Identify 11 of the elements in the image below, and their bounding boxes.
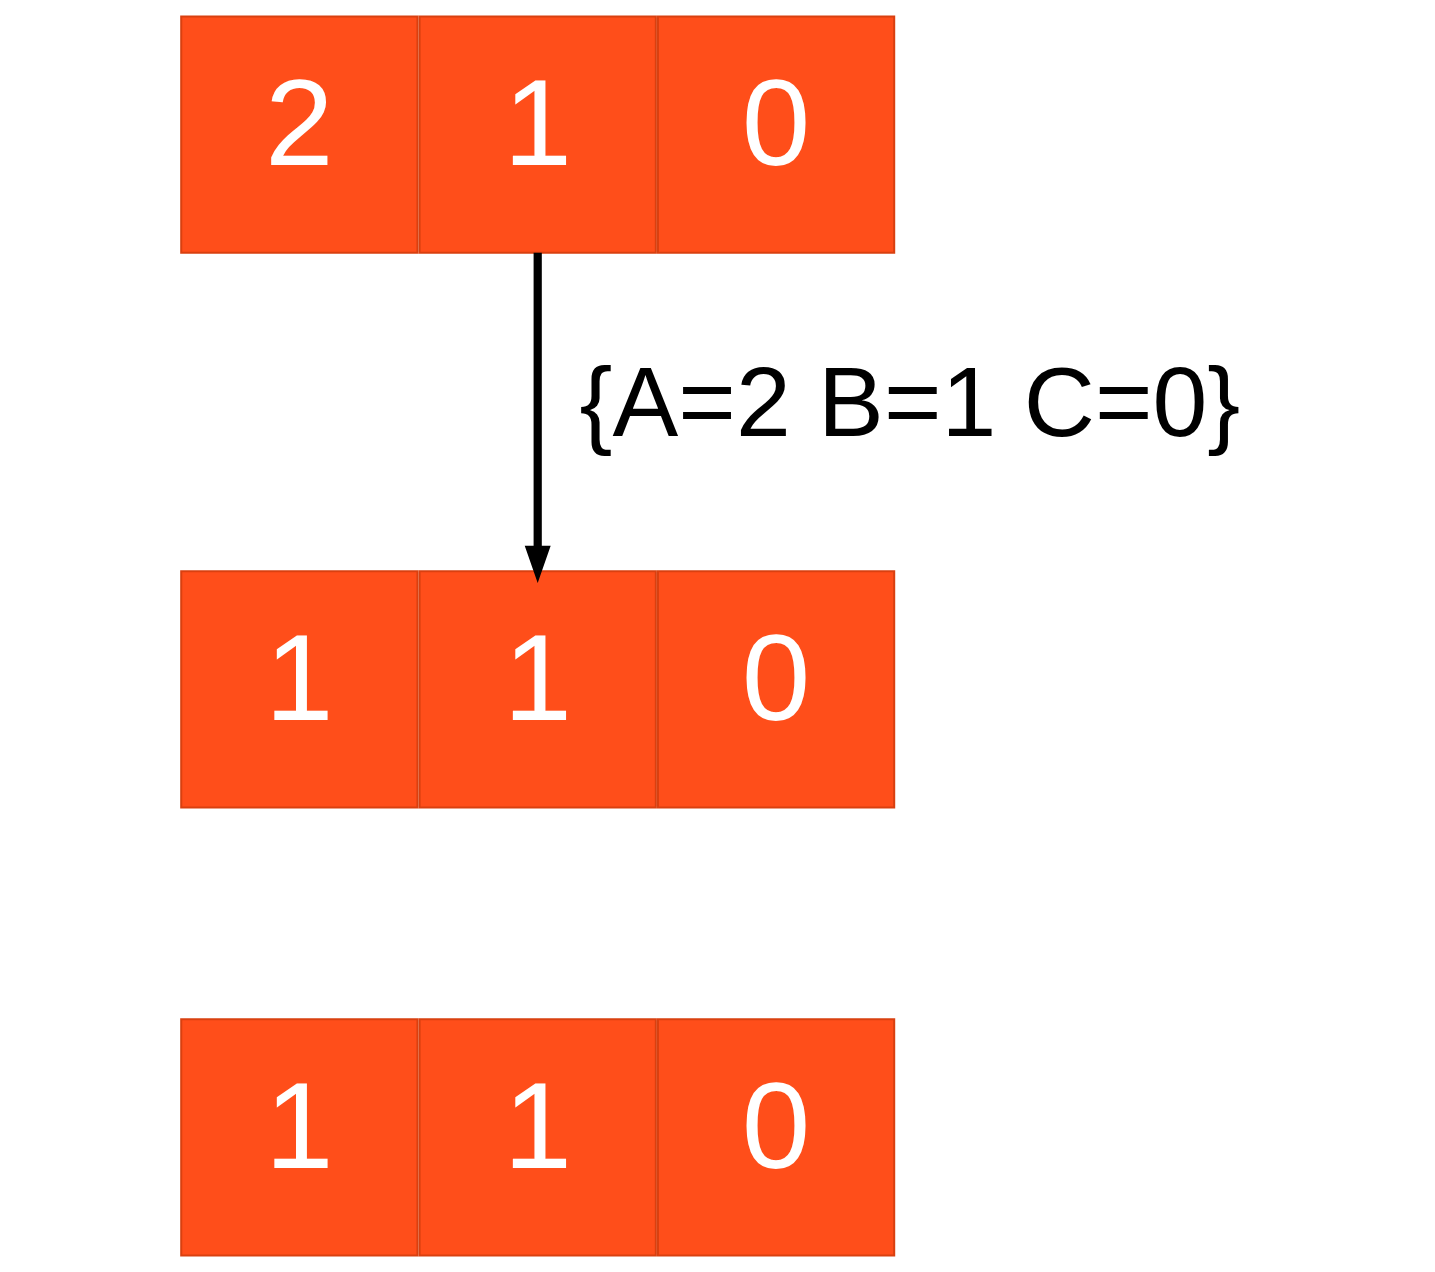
edge-label: {A=2 B=1 C=0} [579,347,1240,458]
node-box: 1 [179,1018,419,1257]
node-box: 1 [418,15,657,254]
node-box: 1 [418,1018,657,1257]
node-box: 0 [656,15,895,254]
node-box: 1 [418,570,657,809]
node-box: 0 [656,1018,895,1257]
node-box: 1 [179,570,419,809]
node-box: 0 [656,570,895,809]
node-box: 2 [179,15,419,254]
arrow [524,252,551,583]
